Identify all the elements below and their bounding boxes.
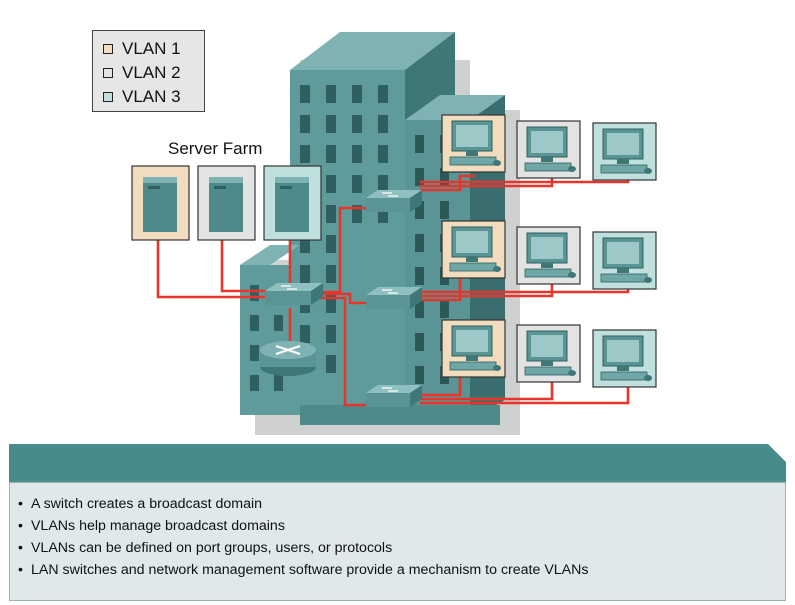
legend-swatch-vlan3 — [103, 92, 113, 102]
info-panel: A switch creates a broadcast domain VLAN… — [9, 444, 786, 601]
link-sw3-pc9 — [420, 386, 630, 405]
link-sw1-pc2 — [420, 176, 554, 188]
workstation-icon — [516, 226, 581, 285]
bullet-item: VLANs help manage broadcast domains — [18, 515, 785, 537]
link-server2-core — [220, 240, 280, 293]
legend-item-vlan2: VLAN 2 — [103, 61, 204, 85]
network-links — [156, 174, 630, 407]
workstation-icon — [441, 220, 506, 279]
legend-label: VLAN 1 — [122, 39, 181, 58]
server-icon — [131, 165, 190, 241]
server-icon — [263, 165, 322, 241]
legend-swatch-vlan1 — [103, 44, 113, 54]
info-panel-body: A switch creates a broadcast domain VLAN… — [9, 482, 786, 601]
link-core-sw3 — [320, 296, 368, 407]
legend-label: VLAN 2 — [122, 63, 181, 82]
workstation-icon — [441, 114, 506, 173]
server-farm-label: Server Farm — [168, 139, 263, 158]
workstation-icon — [592, 231, 657, 290]
bullet-item: VLANs can be defined on port groups, use… — [18, 537, 785, 559]
router-icon — [260, 341, 316, 376]
switch-icon — [366, 190, 422, 212]
legend-item-vlan3: VLAN 3 — [103, 85, 204, 109]
workstation-icon — [592, 122, 657, 181]
network-diagram — [131, 32, 657, 435]
legend-item-vlan1: VLAN 1 — [103, 37, 204, 61]
legend-swatch-vlan2 — [103, 68, 113, 78]
workstation-icon — [592, 329, 657, 388]
link-sw3-pc8 — [420, 382, 554, 401]
switch-icon — [366, 385, 422, 407]
workstation-icon — [516, 324, 581, 383]
info-panel-header — [9, 444, 786, 482]
link-server1-core — [156, 240, 280, 299]
workstation-icon — [441, 319, 506, 378]
link-core-sw2 — [322, 292, 368, 305]
vlan-legend: VLAN 1 VLAN 2 VLAN 3 — [92, 30, 205, 112]
bullet-item: A switch creates a broadcast domain — [18, 493, 785, 515]
workstation-icon — [516, 120, 581, 179]
switch-icon — [366, 287, 422, 309]
server-icon — [197, 165, 256, 241]
switch-icon — [265, 283, 323, 305]
bullet-item: LAN switches and network management soft… — [18, 559, 785, 581]
link-core-sw1 — [320, 206, 368, 294]
legend-label: VLAN 3 — [122, 87, 181, 106]
